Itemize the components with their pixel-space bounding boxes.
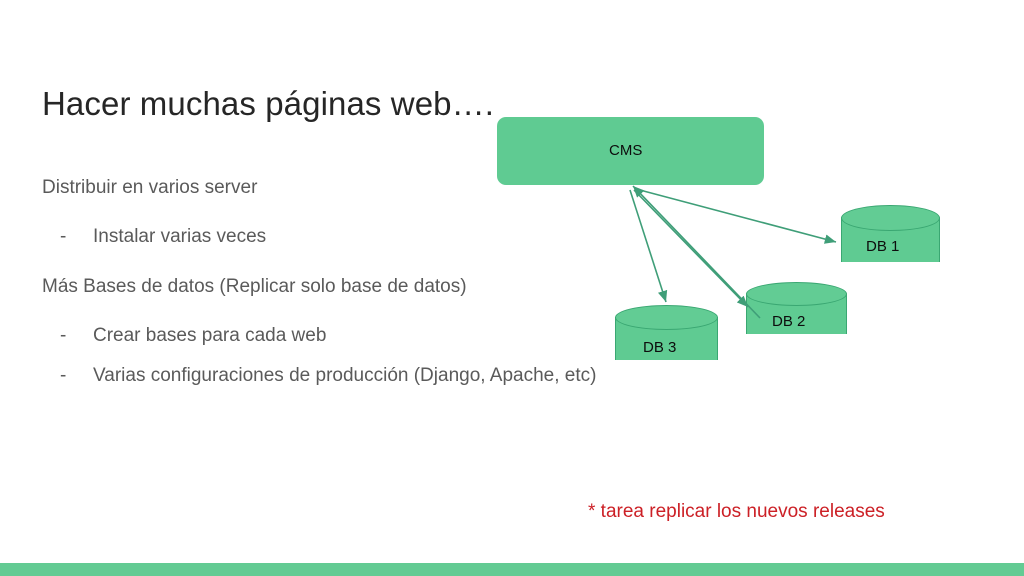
- bottom-accent-bar: [0, 563, 1024, 576]
- bullet-varias-configuraciones: - Varias configuraciones de producción (…: [42, 364, 602, 388]
- bullet-dash-icon: -: [60, 365, 67, 386]
- bullet-dash-icon: -: [60, 325, 67, 346]
- body-lead-2: Más Bases de datos (Replicar solo base d…: [42, 276, 467, 297]
- bullet-dash-icon: -: [60, 226, 67, 247]
- node-cms-label: CMS: [609, 142, 643, 159]
- cylinder-top-ellipse: [746, 282, 847, 306]
- node-cms[interactable]: [497, 117, 764, 185]
- cylinder-top-ellipse: [615, 305, 718, 330]
- connector-cms-to-db1: [635, 188, 837, 244]
- node-db1-label: DB 1: [866, 238, 900, 255]
- bullet-label: Crear bases para cada web: [93, 325, 327, 346]
- body-text-block: Distribuir en varios server - Instalar v…: [42, 176, 602, 388]
- node-db3-label: DB 3: [643, 339, 677, 356]
- connector-cms-to-db2: [633, 189, 749, 308]
- bullet-label: Instalar varias veces: [93, 226, 267, 247]
- node-db2[interactable]: [746, 282, 847, 345]
- node-db3[interactable]: [615, 305, 718, 372]
- bullet-label: Varias configuraciones de producción (Dj…: [93, 365, 597, 386]
- cylinder-top-ellipse: [841, 205, 940, 231]
- connector-cms-to-db3: [629, 189, 668, 303]
- node-db2-label: DB 2: [772, 313, 806, 330]
- page-title: Hacer muchas páginas web….: [42, 85, 494, 123]
- bullet-crear-bases-para-cada-web: - Crear bases para cada web: [42, 324, 602, 348]
- body-lead-1: Distribuir en varios server: [42, 177, 258, 198]
- node-db1[interactable]: [841, 205, 940, 275]
- note-tarea-replicar: * tarea replicar los nuevos releases: [588, 501, 885, 522]
- bullet-instalar-varias-veces: - Instalar varias veces: [42, 225, 602, 249]
- connector-db2-to-cms: [632, 185, 761, 319]
